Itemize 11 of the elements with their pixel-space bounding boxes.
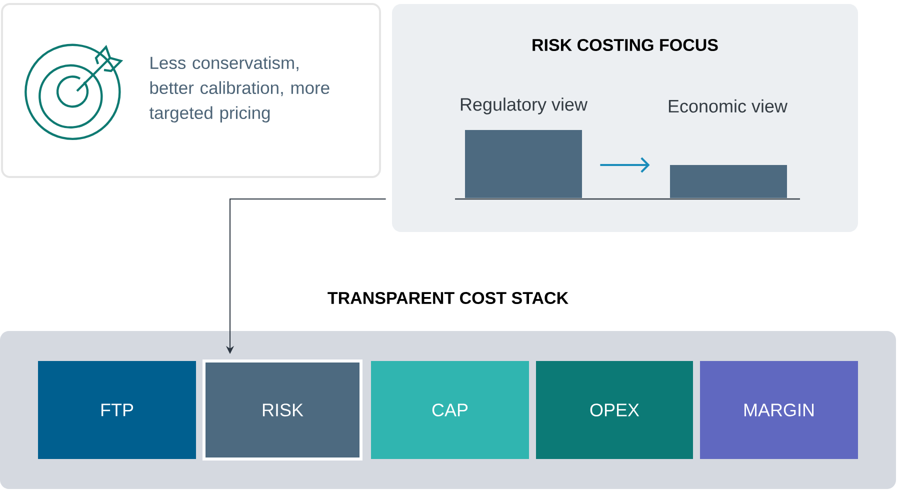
bar-label: Economic view [668,99,788,113]
cost-tile: CAP [371,361,529,459]
cost-tile: RISK [202,360,362,460]
cost-tile: FTP [38,361,196,459]
card-text: Less conservatism, better calibration, more targeted pricing [149,56,330,123]
arrow [600,157,650,173]
cost-tile: OPEX [536,361,693,459]
bar-label: Regulatory view [460,98,588,114]
cost-tile: MARGIN [700,361,858,459]
panel-title: RISK COSTING FOCUS [532,38,718,52]
stack-title: TRANSPARENT COST STACK [328,292,568,304]
